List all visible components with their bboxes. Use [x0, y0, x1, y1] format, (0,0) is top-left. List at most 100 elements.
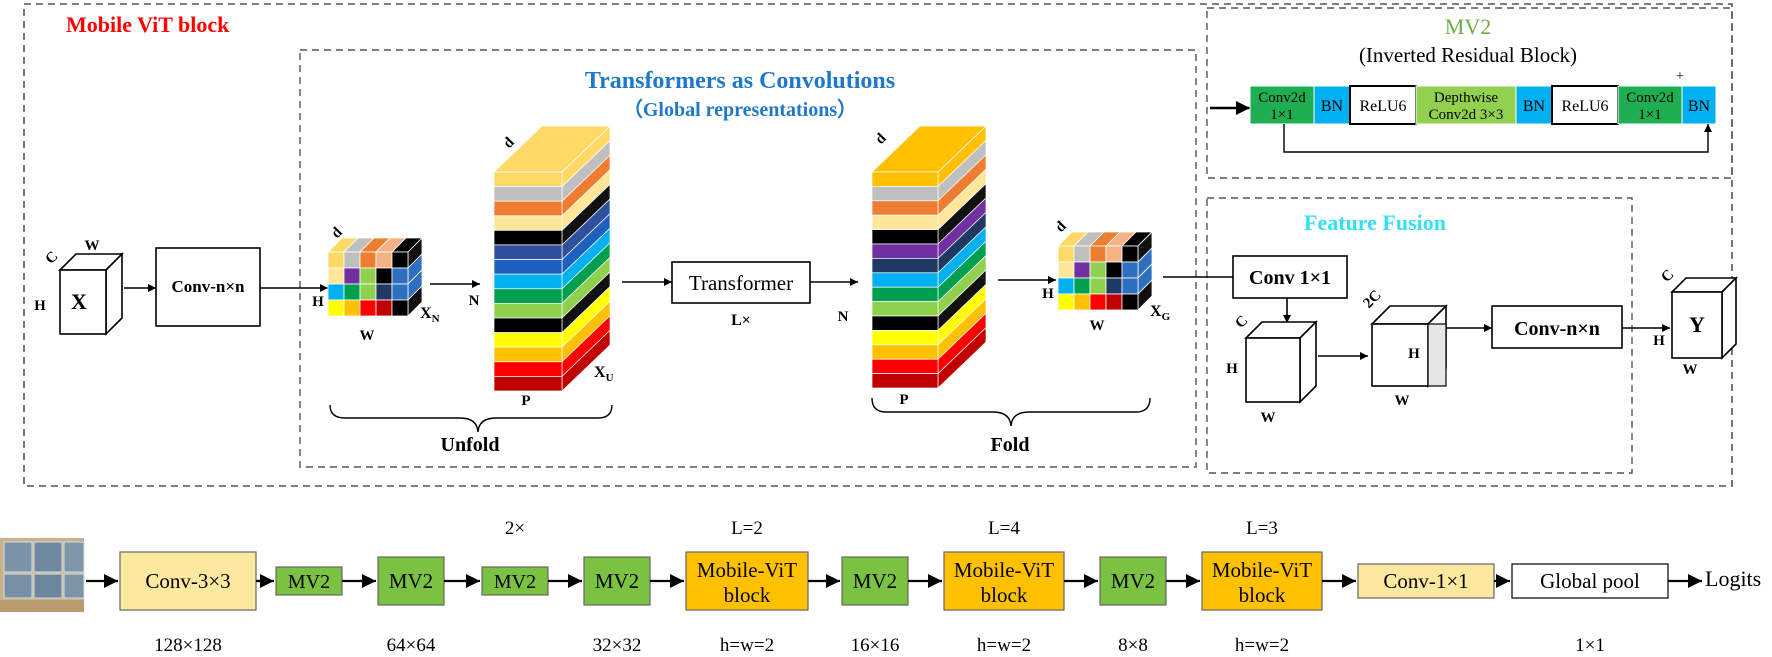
- pipeline-stage-1: [119, 551, 257, 611]
- pipeline-stage-2: [275, 566, 343, 596]
- pipeline-stage-6-bottom: h=w=2: [720, 635, 774, 656]
- pipeline-stage-12-label: Global pool: [1540, 569, 1640, 593]
- output-w-label: W: [1683, 362, 1698, 378]
- pipeline-stage-10-label-line1: Mobile-ViT: [1212, 558, 1312, 582]
- unfold-label: Unfold: [441, 434, 500, 456]
- pipeline-stage-6: [685, 551, 809, 611]
- fusion-cube-1: [1244, 320, 1318, 404]
- output-c-label: C: [1658, 267, 1677, 286]
- unfold-brace: [329, 404, 613, 433]
- input-h-label: H: [34, 298, 46, 314]
- transformer-repeat: L×: [731, 312, 751, 329]
- fold-n-label: N: [838, 309, 849, 325]
- pipeline-stage-5-bottom: 32×32: [593, 635, 642, 656]
- fusion-cube-2: [1370, 304, 1448, 388]
- pipeline-stage-6-label-line2: block: [724, 583, 771, 607]
- mobile-vit-title: Mobile ViT block: [66, 12, 230, 37]
- pipeline-stage-12: [1511, 563, 1669, 599]
- xg-d-label: d: [1052, 218, 1070, 236]
- mobile-vit-block-frame: [23, 3, 1733, 487]
- fusion-title: Feature Fusion: [1304, 210, 1446, 235]
- fold-d-label: d: [872, 130, 890, 148]
- pipeline-stage-1-bottom: 128×128: [154, 635, 222, 656]
- fusion-cube2-w: W: [1395, 393, 1410, 409]
- mv2-cell-5: [1515, 85, 1553, 125]
- tac-title: Transformers as Convolutions: [585, 68, 895, 94]
- fold-stack: [871, 125, 987, 389]
- mv2-cell-3-label: ReLU6: [1359, 98, 1406, 115]
- pipeline-stage-7: [841, 556, 909, 606]
- mv2-cell-4: [1415, 85, 1517, 125]
- mv2-cell-5-label: BN: [1523, 98, 1546, 115]
- mv2-cell-1: [1249, 85, 1315, 125]
- mv2-cell-1-line1: Conv2d: [1258, 90, 1306, 106]
- pipeline-stage-10-bottom: h=w=2: [1235, 635, 1289, 656]
- pipeline-stage-3-bottom: 64×64: [387, 635, 436, 656]
- output-h-label: H: [1653, 333, 1665, 349]
- pipeline-stage-1-label: Conv-3×3: [145, 569, 230, 593]
- pipeline-stage-10-label-line2: block: [1239, 583, 1286, 607]
- fusion-cube1-c: C: [1232, 313, 1251, 332]
- conv-nxn-box: [155, 247, 261, 327]
- pipeline-stage-4-label: MV2: [494, 571, 536, 593]
- pipeline-stage-9-label: MV2: [1111, 569, 1155, 593]
- fusion-cube1-w: W: [1261, 410, 1276, 426]
- pipeline-stage-6-label-line1: Mobile-ViT: [697, 558, 797, 582]
- fusion-cube2-h: H: [1408, 346, 1420, 362]
- pipeline-stage-5-label: MV2: [595, 569, 639, 593]
- mv2-cell-3: [1349, 85, 1417, 125]
- pipeline-stage-6-top: L=2: [731, 518, 763, 539]
- input-x-label: X: [71, 289, 87, 314]
- mv2-skip-connection: [1283, 124, 1712, 153]
- mv2-panel-title: MV2: [1445, 14, 1491, 39]
- xn-h-label: H: [312, 294, 324, 310]
- fusion-cube2-2c: 2C: [1360, 287, 1384, 311]
- fold-label: Fold: [991, 434, 1030, 456]
- pipeline-stage-11-label: Conv-1×1: [1383, 569, 1468, 593]
- pipeline-stage-7-label: MV2: [853, 569, 897, 593]
- pipeline-stage-8: [943, 551, 1065, 611]
- xu-p-label: P: [521, 393, 530, 409]
- xg-h-label: H: [1042, 286, 1054, 302]
- pipeline-stage-7-bottom: 16×16: [851, 635, 900, 656]
- xu-d-label: d: [500, 134, 518, 152]
- conv-nxn-label: Conv-n×n: [172, 277, 246, 296]
- pipeline-stage-4: [481, 566, 549, 596]
- xu-label: XU: [594, 364, 614, 384]
- pipeline-stage-8-label-line2: block: [981, 583, 1028, 607]
- mv2-cell-2-label: BN: [1321, 98, 1344, 115]
- mv2-cell-2: [1313, 85, 1351, 125]
- logits-label: Logits: [1705, 566, 1761, 591]
- fusion-convnxn-label: Conv-n×n: [1514, 318, 1600, 340]
- pipeline-stage-8-label-line1: Mobile-ViT: [954, 558, 1054, 582]
- pipeline-stage-3-label: MV2: [389, 569, 433, 593]
- input-c-label: C: [43, 249, 62, 268]
- mv2-cell-7-line2: 1×1: [1638, 107, 1661, 123]
- xu-unfolded-stack: [493, 125, 611, 392]
- mv2-cell-1-line2: 1×1: [1270, 107, 1293, 123]
- fusion-conv1-label: Conv 1×1: [1249, 267, 1331, 289]
- mv2-cell-7-line1: Conv2d: [1626, 90, 1674, 106]
- mv2-panel-subtitle: (Inverted Residual Block): [1359, 43, 1577, 67]
- fold-p-label: P: [899, 392, 908, 408]
- tac-subtitle: （Global representations）: [623, 98, 857, 121]
- mv2-cell-6-label: ReLU6: [1561, 98, 1608, 115]
- transformer-box: [671, 261, 811, 304]
- mv2-cell-8: [1681, 85, 1717, 125]
- input-x-cube: [58, 252, 124, 336]
- xg-label: XG: [1150, 303, 1171, 323]
- mv2-cell-7: [1617, 85, 1683, 125]
- xn-label: XN: [420, 305, 440, 325]
- pipeline-stage-8-bottom: h=w=2: [977, 635, 1031, 656]
- transformers-frame: [299, 49, 1197, 468]
- mv2-cell-8-label: BN: [1688, 98, 1711, 115]
- pipeline-stage-10-top: L=3: [1246, 518, 1278, 539]
- pipeline-stage-2-label: MV2: [288, 571, 330, 593]
- feature-fusion-frame: [1206, 197, 1633, 474]
- pipeline-stage-11: [1357, 563, 1495, 599]
- xg-patch-cube: [1057, 231, 1153, 311]
- mv2-cell-4-line2: Conv2d 3×3: [1429, 107, 1504, 123]
